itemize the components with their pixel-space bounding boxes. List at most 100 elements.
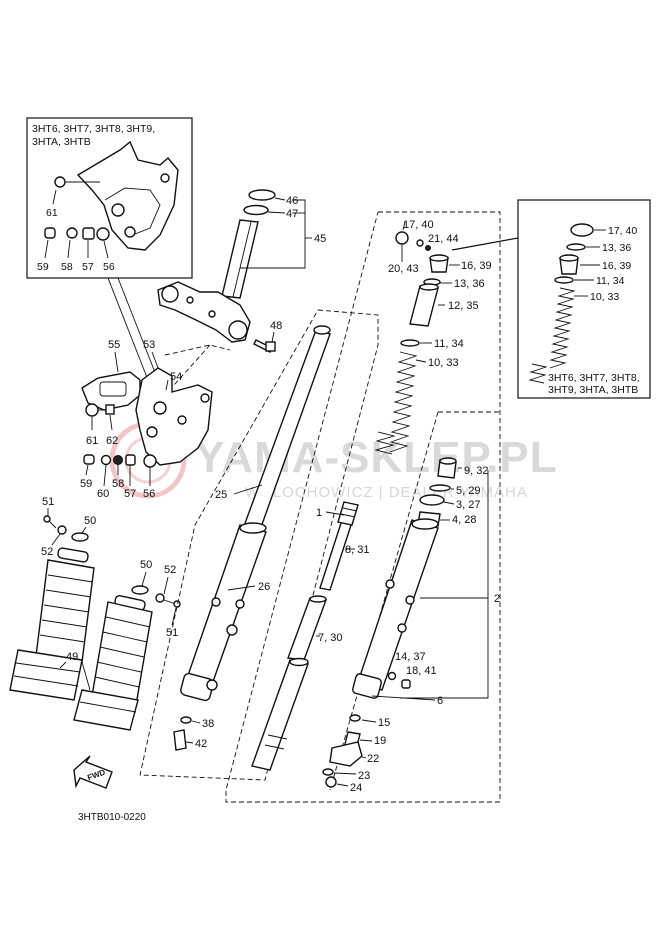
- lower-inner-tube-top: [289, 657, 309, 667]
- leader-23: [333, 772, 357, 775]
- bolt-42: [173, 729, 187, 751]
- label-56: 56: [143, 488, 155, 500]
- label-14-37: 14, 37: [395, 651, 426, 663]
- boot-right-pleats: [94, 616, 151, 688]
- left-axle-hole: [206, 679, 218, 691]
- nut-52-right: [155, 593, 165, 603]
- leader-2-bracket: [400, 470, 489, 699]
- left-outer-tube-top: [239, 522, 267, 534]
- plug-14-37: [387, 671, 397, 681]
- label-54: 54: [170, 371, 182, 383]
- leader-50a: [81, 526, 87, 534]
- right-fork-dashed-frame: [225, 211, 501, 803]
- spindle-7-30-top: [309, 595, 327, 603]
- label-42: 42: [195, 738, 207, 750]
- inset-top-left: 3HT6, 3HT7, 3HT8, 3HT9, 3HTA, 3HTB 61 59…: [26, 117, 193, 279]
- right-axle-boss: [352, 673, 382, 699]
- leader-46: [274, 197, 286, 201]
- bracket-53-54: [135, 367, 213, 466]
- right-fork-assembly: 17, 40 21, 44 20, 43 16, 39 13, 36 12, 3…: [225, 211, 519, 803]
- under-bracket-clamp-right: [228, 320, 248, 340]
- leader-26: [227, 585, 256, 591]
- label-25: 25: [215, 489, 227, 501]
- leader-19: [359, 739, 373, 742]
- label-61: 61: [86, 435, 98, 447]
- fwd-arrow: FWD: [73, 755, 113, 789]
- inset-right: 17, 40 13, 36 16, 39 11, 34 10, 33 3HT6,…: [517, 199, 651, 399]
- inset-right-frame: [517, 199, 651, 399]
- oil-seal-9-32-top: [439, 457, 457, 465]
- steering-stem-assembly: 48 46 47 45: [157, 189, 326, 353]
- leader-55: [114, 351, 119, 373]
- left-inner-tube-cap: [313, 325, 331, 335]
- label-51a: 51: [42, 496, 54, 508]
- leader-24: [336, 783, 349, 787]
- label-9-32: 9, 32: [464, 465, 488, 477]
- leader-47: [267, 211, 286, 214]
- leader-62: [109, 414, 113, 431]
- under-bracket-clamp-left: [161, 285, 179, 303]
- inset-label-16-39: 16, 39: [602, 260, 631, 272]
- nut-20-43: [425, 245, 431, 251]
- inset-top-left-frame: [26, 117, 193, 279]
- diagram-code: 3HTB010-0220: [78, 812, 146, 823]
- leader-54: [165, 379, 169, 391]
- leader-1: [325, 511, 345, 516]
- label-58: 58: [112, 478, 124, 490]
- seal-3-27: [419, 494, 445, 506]
- bracket-hole-d: [200, 393, 210, 403]
- left-caliper-mount-2: [235, 599, 245, 609]
- inset-bolt-59: [44, 227, 56, 239]
- under-bracket: [157, 281, 251, 343]
- inset-leader-59: [44, 239, 49, 259]
- inset-grommet-56: [96, 227, 110, 241]
- inset-washer-11-34: [554, 276, 574, 284]
- holder-22: [329, 741, 363, 767]
- label-20-43: 20, 43: [388, 263, 419, 275]
- inset-label-57: 57: [82, 261, 94, 273]
- washer-38: [180, 716, 192, 724]
- inset-label-58: 58: [61, 261, 73, 273]
- boot-right-body: [91, 601, 153, 706]
- label-5-29: 5, 29: [456, 485, 480, 497]
- leader-49-right: [81, 661, 91, 691]
- leader-51b: [171, 607, 177, 626]
- spacer-12-35: [409, 285, 439, 327]
- nut-62: [105, 404, 115, 415]
- washer-15: [349, 714, 361, 722]
- boot-right-bottom-rings: [79, 701, 137, 713]
- inset-collar-57: [82, 227, 95, 240]
- bearing-46: [248, 189, 276, 201]
- under-bracket-bolt-1: [186, 296, 194, 304]
- damper-rod-8-31-head: [337, 501, 359, 526]
- label-13-36: 13, 36: [454, 278, 485, 290]
- oring-21-44: [416, 239, 424, 247]
- spring-10-33-bottom: [374, 431, 396, 455]
- label-62: 62: [106, 435, 118, 447]
- label-59: 59: [80, 478, 92, 490]
- label-52b: 52: [164, 564, 176, 576]
- label-23: 23: [358, 770, 370, 782]
- clip-5-29: [429, 484, 451, 492]
- label-3-27: 3, 27: [456, 499, 480, 511]
- left-axle-boss: [180, 672, 214, 702]
- washer-60: [100, 454, 112, 466]
- leader-6: [371, 695, 436, 701]
- leader-52a: [51, 533, 61, 546]
- washer-11-34: [400, 339, 420, 347]
- inset-right-model-line-1: 3HT6, 3HT7, 3HT8,: [548, 372, 640, 384]
- inset-label-56: 56: [103, 261, 115, 273]
- bracket-hole-a: [153, 401, 167, 415]
- label-22: 22: [367, 753, 379, 765]
- boot-left-bottom: [9, 649, 83, 701]
- inset-bracket-inner: [104, 187, 161, 237]
- inset-bracket-hole-1: [111, 203, 125, 217]
- label-51b: 51: [166, 627, 178, 639]
- label-49: 49: [66, 651, 78, 663]
- leader-49-left: [59, 661, 67, 669]
- label-24: 24: [350, 782, 362, 794]
- leader-10-33: [415, 359, 427, 363]
- bracket-hole-c: [177, 415, 187, 425]
- inset-label-61: 61: [46, 207, 58, 219]
